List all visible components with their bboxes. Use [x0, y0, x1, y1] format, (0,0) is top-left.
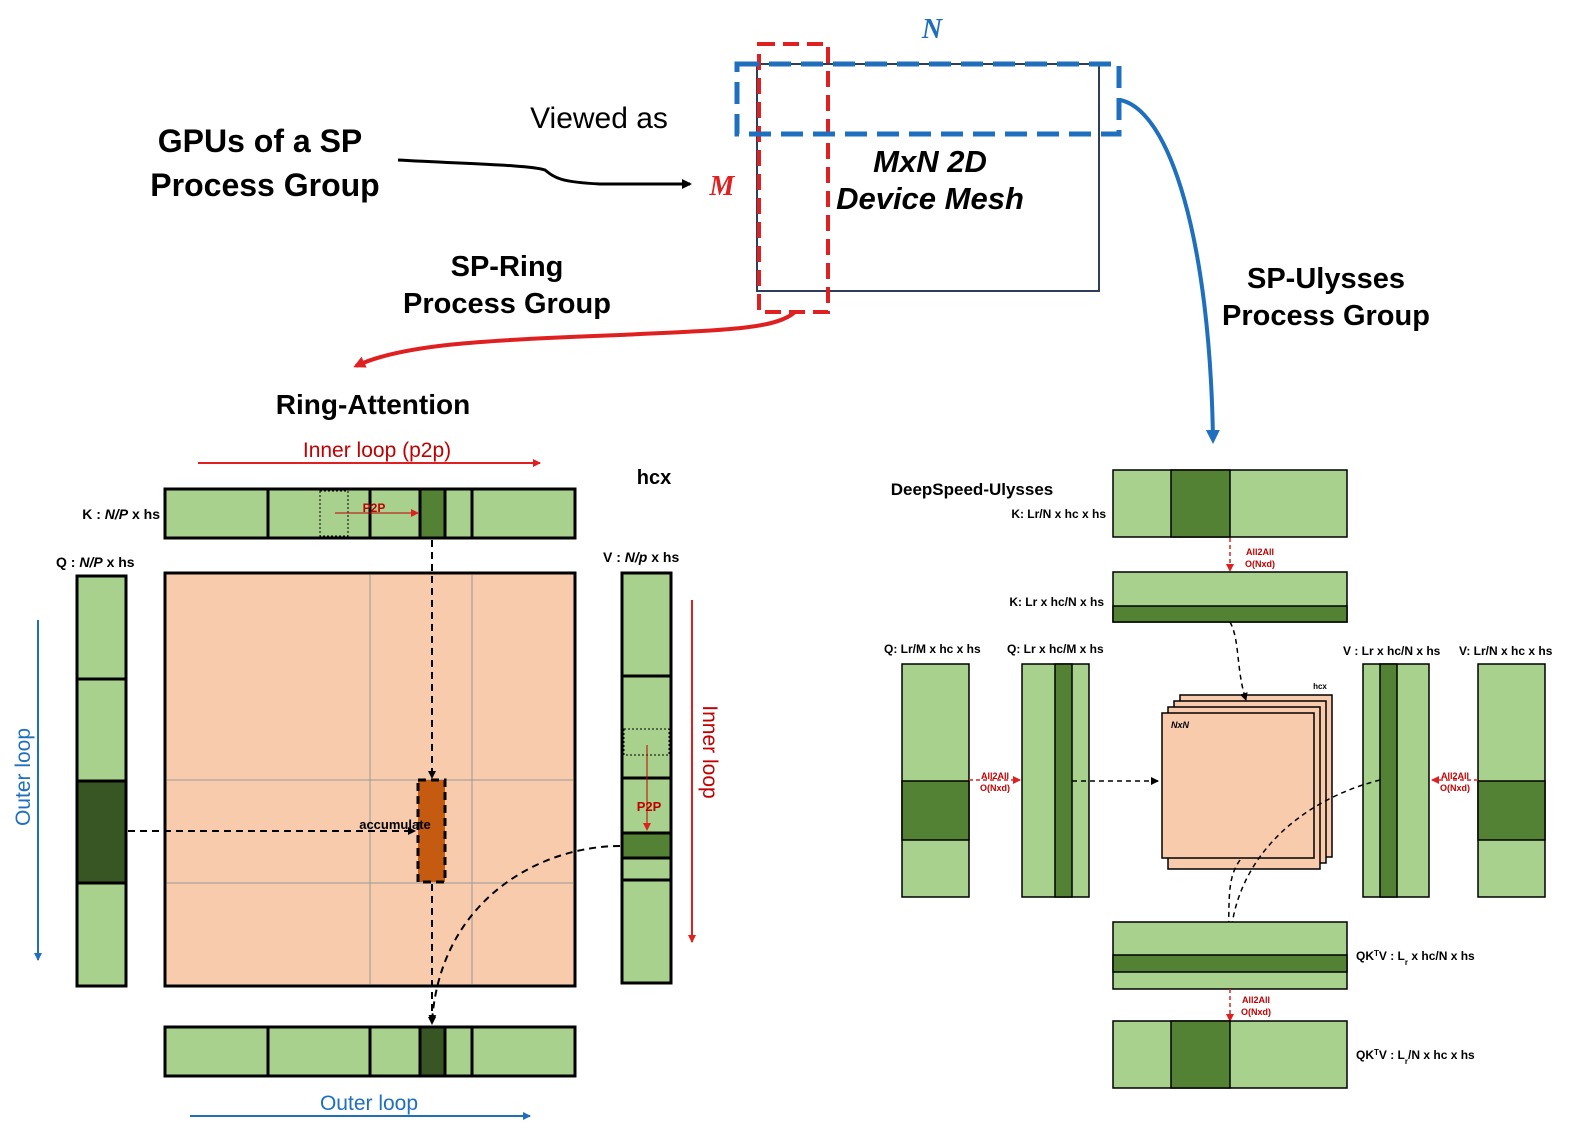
qktv1-label: QKTV : Lr x hc/N x hs	[1356, 949, 1475, 967]
m-label: M	[709, 171, 736, 202]
k1-active-block	[1170, 469, 1231, 538]
v1-active-block	[1477, 780, 1546, 841]
v-ring-active-block	[620, 831, 673, 860]
viewed-as-label: Viewed as	[530, 102, 668, 135]
gpus-label-line1: GPUs of a SP	[158, 123, 363, 159]
ulysses-title: DeepSpeed-Ulysses	[891, 480, 1054, 499]
p2p-top-label: P2P	[363, 501, 386, 515]
a2a-out-label-b: O(Nxd)	[1241, 1007, 1271, 1017]
a2a-q-label-b: O(Nxd)	[980, 783, 1010, 793]
ulysses-group-arrow	[1119, 98, 1220, 444]
a2a-v-label-a: All2All	[1441, 771, 1469, 781]
ulysses-group-dashed-box	[734, 61, 1122, 137]
a2a-v-label-b: O(Nxd)	[1440, 783, 1470, 793]
k-ring-label: K : N/P x hs	[82, 506, 160, 522]
p2p-right-label: P2P	[637, 799, 662, 814]
ring-group-dashed-box	[757, 42, 830, 314]
gpus-label-line2: Process Group	[150, 167, 379, 203]
output-ring-active-block	[418, 1025, 447, 1078]
inner-loop-right-label: Inner loop	[698, 705, 721, 798]
q-ring-active-block	[75, 779, 128, 885]
q2-active-strip	[1054, 663, 1073, 898]
k2-active-strip	[1112, 605, 1348, 623]
ulysses-hcx-label: hcx	[1313, 682, 1327, 691]
k-ring-active-block	[418, 487, 447, 540]
k1-label: K: Lr/N x hc x hs	[1011, 507, 1106, 521]
q1-active-block	[901, 780, 970, 841]
ring-group-label-line2: Process Group	[403, 288, 611, 320]
v2-label: V : Lr x hc/N x hs	[1343, 644, 1441, 658]
ring-group-arrow	[353, 310, 797, 368]
k-ring-dotted-block	[319, 490, 349, 537]
qktv2-label: QKTV : Lr/N x hc x hs	[1356, 1048, 1475, 1066]
ring-hcx-label: hcx	[637, 467, 671, 489]
ulysses-group-label-line2: Process Group	[1222, 300, 1430, 332]
matrix-to-out-flow	[1224, 859, 1241, 953]
v2-to-out-flow	[1226, 779, 1381, 951]
outer-loop-left-label: Outer loop	[12, 728, 35, 826]
v2-active-strip	[1379, 663, 1398, 898]
q1-label: Q: Lr/M x hc x hs	[884, 642, 981, 656]
ring-group-label-line1: SP-Ring	[451, 251, 564, 283]
accumulate-label: accumulate	[359, 817, 431, 832]
q-ring-label: Q : N/P x hs	[56, 554, 135, 570]
n-label: N	[921, 14, 944, 45]
ulysses-group-label-line1: SP-Ulysses	[1247, 263, 1405, 295]
inner-loop-top-label: Inner loop (p2p)	[303, 439, 451, 462]
accumulate-block	[416, 778, 447, 884]
k2-to-matrix-flow	[1229, 621, 1248, 701]
a2a-k-label-a: All2All	[1246, 547, 1274, 557]
mesh-label-line1: MxN 2D	[873, 144, 987, 179]
outer-loop-bottom-label: Outer loop	[320, 1092, 418, 1115]
q2-label: Q: Lr x hc/M x hs	[1007, 642, 1104, 656]
viewed-as-arrow	[397, 158, 692, 189]
mesh-label-line2: Device Mesh	[836, 181, 1024, 216]
a2a-k-label-b: O(Nxd)	[1245, 559, 1275, 569]
nxn-label: NxN	[1171, 720, 1190, 730]
v-ring-label: V : N/p x hs	[603, 549, 679, 565]
k2-label: K: Lr x hc/N x hs	[1009, 595, 1104, 609]
score-matrix-front	[1161, 712, 1315, 859]
ring-attention-title: Ring-Attention	[276, 389, 470, 420]
a2a-out-label-a: All2All	[1242, 995, 1270, 1005]
qktv2-active-block	[1170, 1020, 1231, 1089]
v1-label: V: Lr/N x hc x hs	[1459, 644, 1553, 658]
a2a-q-label-a: All2All	[981, 771, 1009, 781]
qktv1-active-strip	[1112, 954, 1348, 973]
